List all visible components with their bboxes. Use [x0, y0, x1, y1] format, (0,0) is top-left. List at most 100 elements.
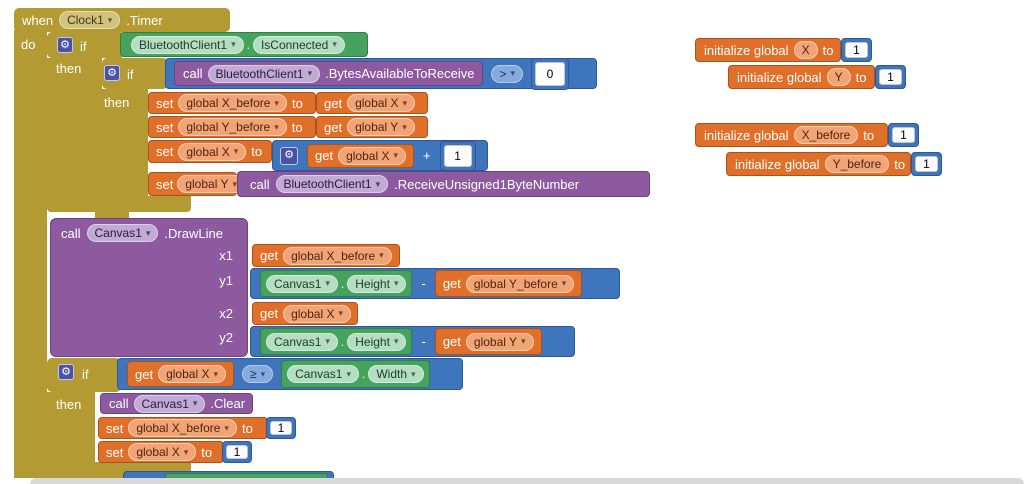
gte-operator-dropdown[interactable]: ≥ ▾ — [241, 365, 274, 383]
var-x-dropdown[interactable]: global X ▾ — [178, 142, 247, 161]
var-x-dropdown[interactable]: global X ▾ — [158, 365, 226, 383]
mutator-gear-icon[interactable]: ⚙ — [280, 146, 298, 165]
canvas-dropdown[interactable]: Canvas1 ▾ — [266, 332, 338, 351]
canvas-dropdown[interactable]: Canvas1 ▾ — [86, 224, 159, 242]
var-y-dropdown[interactable]: global Y ▾ — [465, 332, 534, 351]
get-global-x-block[interactable]: get global X ▾ — [307, 143, 414, 168]
then-keyword: then — [104, 95, 130, 110]
when-block-left-wall[interactable] — [14, 30, 47, 478]
number-one-block[interactable]: 1 — [266, 417, 296, 439]
height-dropdown[interactable]: Height ▾ — [347, 274, 407, 293]
var-name-ybefore-field[interactable]: Y_before — [824, 155, 890, 173]
get-global-x-block[interactable]: get global X ▾ — [252, 302, 358, 325]
init-global-ybefore-block[interactable]: initialize global Y_before to — [726, 152, 911, 176]
bluetooth-dropdown[interactable]: BluetoothClient1 ▾ — [207, 64, 321, 83]
canvas-dropdown[interactable]: Canvas1 ▾ — [287, 365, 360, 383]
mutator-gear-icon[interactable]: ⚙ — [58, 364, 74, 380]
var-xbefore-dropdown[interactable]: global X_before ▾ — [178, 94, 287, 112]
minus-block-y1[interactable]: Canvas1 ▾ . Height ▾ - get global Y_befo… — [250, 268, 620, 299]
var-name-xbefore-field[interactable]: X_before — [793, 126, 859, 144]
var-xbefore-dropdown[interactable]: global X_before ▾ — [128, 419, 237, 437]
set-global-x-block[interactable]: set global X ▾ to — [148, 140, 272, 163]
height-dropdown[interactable]: Height ▾ — [347, 332, 407, 351]
dropdown-arrow-icon: ▾ — [325, 278, 330, 288]
number-one-block[interactable]: 1 — [888, 123, 919, 147]
get-global-xbefore-block[interactable]: get global X_before ▾ — [252, 244, 400, 267]
canvas-height-block[interactable]: Canvas1 ▾ . Height ▾ — [260, 270, 413, 297]
gte-comparison-block[interactable]: get global X ▾ ≥ ▾ Canvas1 ▾ . Width ▾ — [117, 358, 463, 390]
greater-than-comparison-block[interactable]: call BluetoothClient1 ▾ .BytesAvailableT… — [165, 57, 597, 90]
if-connected-block-wall[interactable] — [47, 58, 102, 198]
set-global-x-block[interactable]: set global X ▾ to — [98, 441, 224, 463]
init-global-xbefore-block[interactable]: initialize global X_before to — [695, 123, 888, 147]
set-global-y-block[interactable]: set global Y ▾ to — [148, 172, 260, 196]
canvas-height-block[interactable]: Canvas1 ▾ . Height ▾ — [260, 328, 413, 355]
number-one-block[interactable]: 1 — [875, 65, 906, 89]
number-field[interactable]: 1 — [443, 144, 472, 167]
var-x-dropdown[interactable]: global X ▾ — [338, 146, 406, 165]
number-zero-block[interactable]: 0 — [531, 57, 569, 90]
when-clock-timer-block[interactable]: when Clock1 ▾ .Timer — [14, 8, 230, 32]
number-field[interactable]: 1 — [892, 127, 915, 143]
bluetooth-isconnected-block[interactable]: BluetoothClient1 ▾ . IsConnected ▾ — [120, 32, 368, 57]
number-one-block[interactable]: 1 — [911, 152, 942, 176]
minus-block-y2[interactable]: Canvas1 ▾ . Height ▾ - get global Y ▾ — [250, 326, 575, 357]
set-global-xbefore-block[interactable]: set global X_before ▾ to — [98, 417, 268, 439]
if-connected-block-bottom[interactable] — [47, 196, 191, 212]
canvas-dropdown[interactable]: Canvas1 ▾ — [133, 394, 206, 413]
var-xbefore-dropdown[interactable]: global X_before ▾ — [283, 246, 392, 265]
call-drawline-block[interactable]: call Canvas1 ▾ .DrawLine — [50, 218, 248, 357]
then-keyword: then — [56, 397, 82, 412]
call-bytesavailable-block[interactable]: call BluetoothClient1 ▾ .BytesAvailableT… — [174, 61, 484, 86]
number-field[interactable]: 1 — [226, 445, 248, 459]
number-one-block[interactable]: 1 — [439, 140, 476, 171]
var-x-dropdown[interactable]: global X ▾ — [128, 443, 197, 461]
var-name-x-field[interactable]: X — [793, 41, 818, 59]
var-name-y-field[interactable]: Y — [826, 68, 851, 86]
number-field[interactable]: 1 — [270, 421, 292, 435]
canvas-width-block[interactable]: Canvas1 ▾ . Width ▾ — [281, 360, 430, 388]
if-width-block-wall[interactable] — [47, 392, 95, 462]
var-y-dropdown[interactable]: global Y ▾ — [177, 175, 246, 193]
var-ybefore-dropdown[interactable]: global Y_before ▾ — [178, 118, 287, 136]
get-global-y-block[interactable]: get global Y ▾ — [316, 116, 428, 138]
call-receiveunsigned-block[interactable]: call BluetoothClient1 ▾ .ReceiveUnsigned… — [237, 171, 650, 197]
param-y2-label: y2 — [219, 330, 233, 345]
number-field[interactable]: 1 — [845, 42, 868, 58]
get-global-x-block[interactable]: get global X ▾ — [127, 361, 234, 387]
var-x-dropdown[interactable]: global X ▾ — [347, 94, 415, 112]
number-field[interactable]: 1 — [879, 69, 902, 85]
number-field[interactable]: 1 — [915, 156, 938, 172]
plus-block[interactable]: ⚙ get global X ▾ + 1 — [272, 140, 488, 171]
minus-operator: - — [421, 276, 426, 291]
get-global-y-block[interactable]: get global Y ▾ — [434, 328, 542, 355]
gt-operator-dropdown[interactable]: > ▾ — [491, 64, 523, 83]
if-bytes-block-wall[interactable] — [102, 89, 148, 196]
mutator-gear-icon[interactable]: ⚙ — [57, 37, 73, 53]
set-global-xbefore-block[interactable]: set global X_before ▾ to — [148, 92, 316, 114]
call-clear-block[interactable]: call Canvas1 ▾ .Clear — [100, 393, 253, 414]
init-global-y-block[interactable]: initialize global Y to — [728, 65, 875, 89]
bluetooth-dropdown[interactable]: BluetoothClient1 ▾ — [131, 35, 244, 54]
isconnected-dropdown[interactable]: IsConnected ▾ — [252, 35, 345, 54]
width-dropdown[interactable]: Width ▾ — [368, 365, 424, 383]
get-global-x-block[interactable]: get global X ▾ — [316, 92, 428, 114]
number-one-block[interactable]: 1 — [841, 38, 872, 62]
canvas-dropdown[interactable]: Canvas1 ▾ — [266, 274, 338, 293]
var-ybefore-dropdown[interactable]: global Y_before ▾ — [465, 274, 575, 293]
var-x-dropdown[interactable]: global X ▾ — [283, 304, 351, 323]
dropdown-arrow-icon: ▾ — [325, 336, 330, 346]
param-y1-label: y1 — [219, 273, 233, 288]
number-one-block[interactable]: 1 — [222, 441, 252, 463]
get-global-ybefore-block[interactable]: get global Y_before ▾ — [434, 270, 583, 297]
clock1-dropdown[interactable]: Clock1 ▾ — [59, 11, 121, 29]
dropdown-arrow-icon: ▾ — [183, 446, 189, 457]
bluetooth-dropdown[interactable]: BluetoothClient1 ▾ — [275, 175, 389, 193]
init-global-x-block[interactable]: initialize global X to — [695, 38, 841, 62]
mutator-gear-icon[interactable]: ⚙ — [104, 65, 120, 81]
var-y-dropdown[interactable]: global Y ▾ — [347, 118, 415, 136]
number-field[interactable]: 0 — [535, 61, 565, 86]
set-global-ybefore-block[interactable]: set global Y_before ▾ to — [148, 116, 316, 138]
dropdown-arrow-icon: ▾ — [213, 368, 218, 379]
